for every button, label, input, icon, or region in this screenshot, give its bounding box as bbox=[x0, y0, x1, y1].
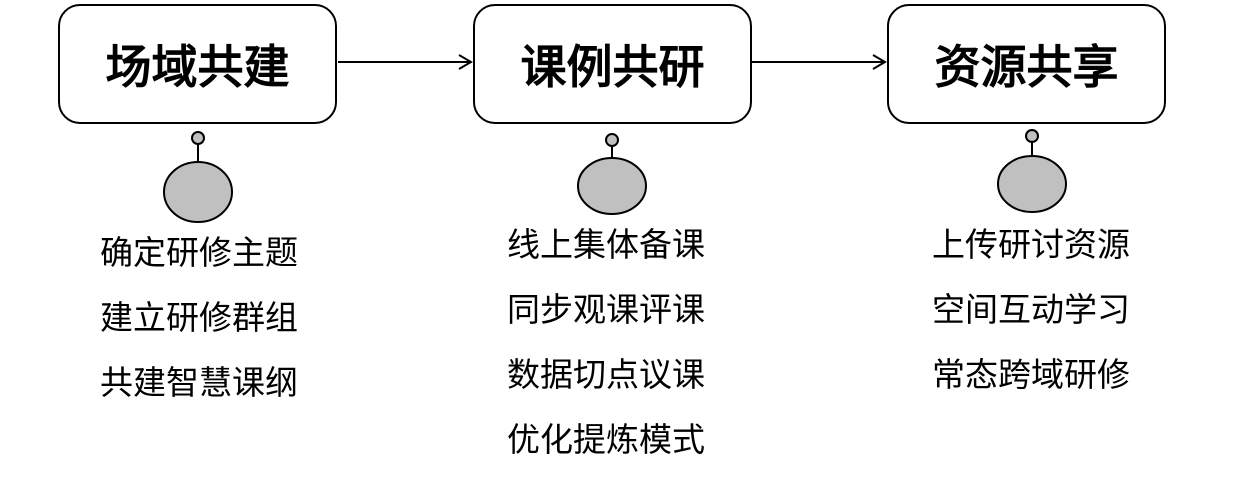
node-marker-1 bbox=[163, 131, 233, 223]
list-item: 线上集体备课 bbox=[507, 225, 705, 264]
list-item: 上传研讨资源 bbox=[932, 225, 1130, 264]
stage-2-items: 线上集体备课 同步观课评课 数据切点议课 优化提炼模式 bbox=[507, 212, 705, 472]
list-item: 共建智慧课纲 bbox=[100, 363, 298, 402]
arrow-2 bbox=[752, 54, 887, 70]
list-item: 确定研修主题 bbox=[100, 233, 298, 272]
node-marker-3 bbox=[997, 129, 1067, 213]
stage-1-items: 确定研修主题 建立研修群组 共建智慧课纲 bbox=[100, 220, 298, 415]
node-marker-2 bbox=[577, 133, 647, 215]
list-item: 同步观课评课 bbox=[507, 290, 705, 329]
stage-box-1: 场域共建 bbox=[58, 4, 337, 124]
list-item: 建立研修群组 bbox=[100, 298, 298, 337]
stage-box-2: 课例共研 bbox=[473, 4, 752, 124]
list-item: 常态跨域研修 bbox=[932, 355, 1130, 394]
list-item: 数据切点议课 bbox=[507, 355, 705, 394]
arrow-1 bbox=[338, 54, 473, 70]
stage-box-3: 资源共享 bbox=[887, 4, 1166, 124]
stage-3-items: 上传研讨资源 空间互动学习 常态跨域研修 bbox=[932, 212, 1130, 407]
list-item: 空间互动学习 bbox=[932, 290, 1130, 329]
list-item: 优化提炼模式 bbox=[507, 420, 705, 459]
